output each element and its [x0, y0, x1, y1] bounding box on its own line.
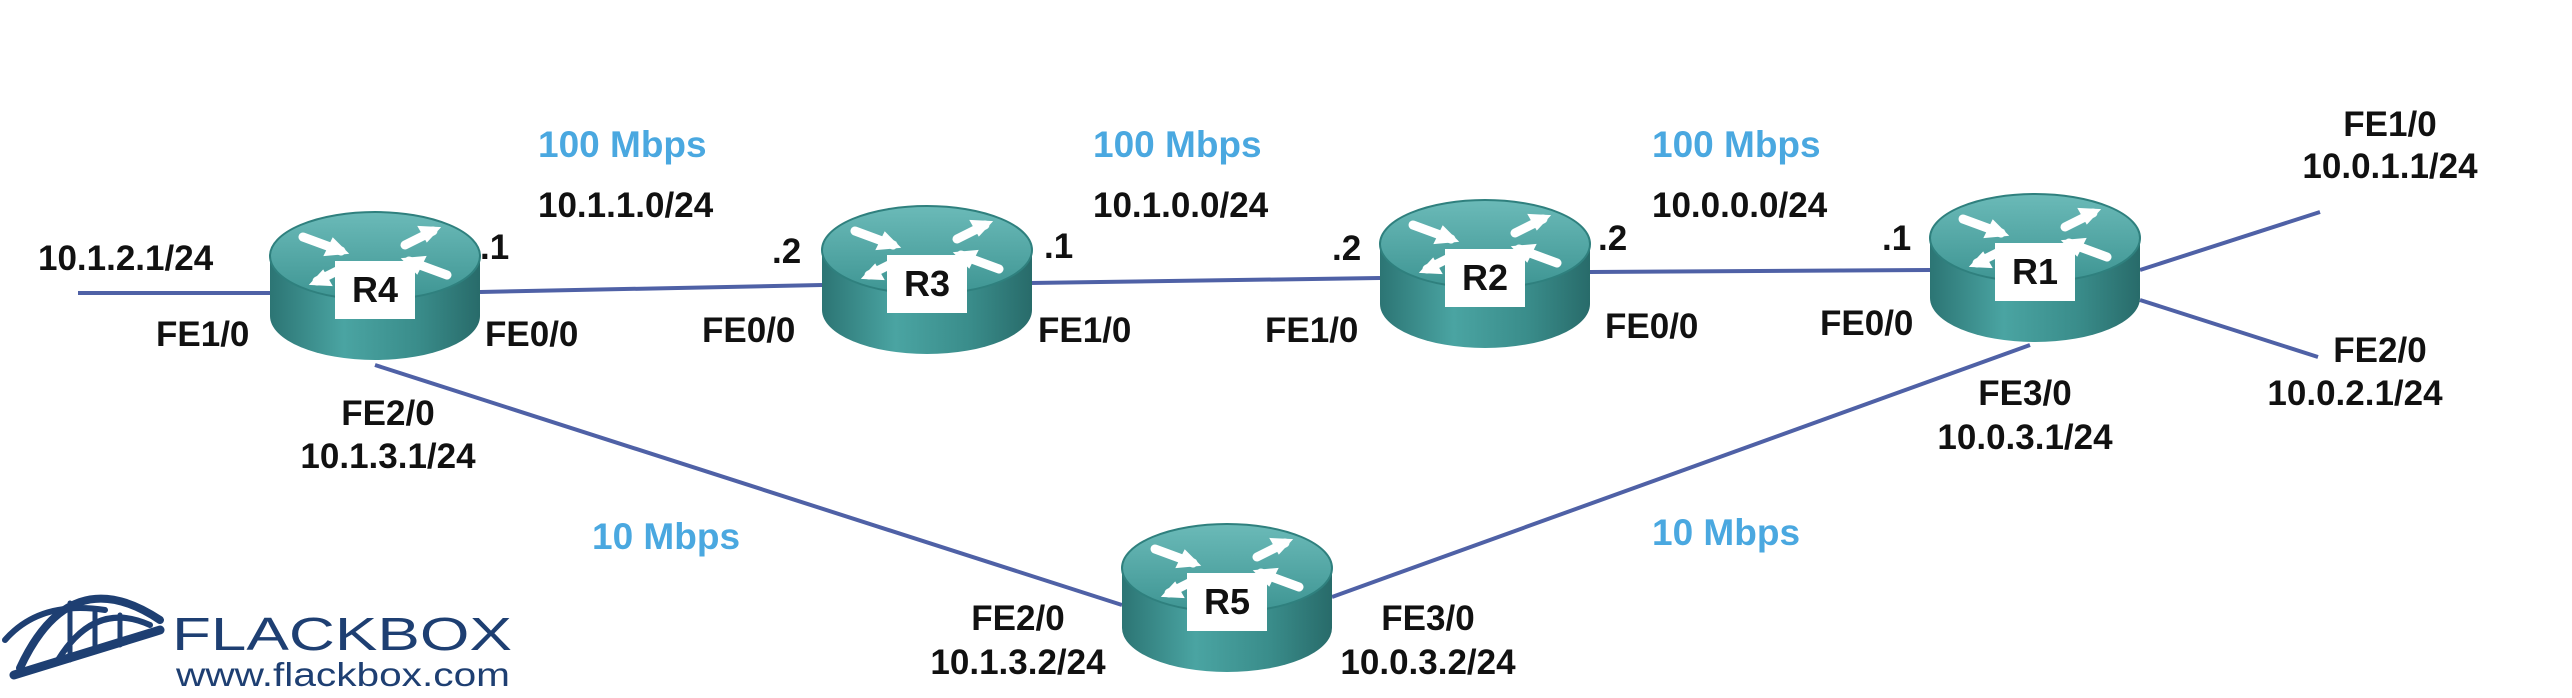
links [78, 210, 2321, 607]
link-r1-lan2 [2139, 298, 2319, 359]
intf-r2-fe00: FE0/0 [1605, 307, 1698, 346]
ip-r1-fe30: 10.0.3.1/24 [1937, 418, 2113, 457]
host-r4-r3-side-r3: .2 [772, 232, 801, 271]
flackbox-bridge-logo-icon [2, 594, 165, 680]
router-r1-name: R1 [2012, 251, 2058, 292]
link-r3-r2 [1029, 276, 1381, 285]
router-r3: R3 [822, 206, 1032, 354]
ip-r1-lan2: 10.0.2.1/24 [2267, 374, 2443, 413]
link-r2-r1 [1589, 268, 1931, 274]
intf-r3-fe10: FE1/0 [1038, 311, 1131, 350]
router-r5: R5 [1122, 524, 1332, 672]
host-r4-r3-side-r4: .1 [480, 228, 509, 267]
intf-r1-fe30: FE3/0 [1978, 374, 2071, 413]
intf-r4-fe20: FE2/0 [341, 394, 434, 433]
speed-r4-r5: 10 Mbps [592, 516, 740, 557]
speed-r4-r3: 100 Mbps [538, 124, 707, 165]
host-r2-r1-side-r2: .2 [1598, 219, 1627, 258]
router-r4-name: R4 [352, 269, 398, 310]
subnet-labels: 10.1.1.0/24 10.1.0.0/24 10.0.0.0/24 [538, 186, 1828, 225]
router-r4: R4 [270, 212, 480, 360]
ip-r5-fe20: 10.1.3.2/24 [930, 643, 1106, 682]
intf-r2-fe10: FE1/0 [1265, 311, 1358, 350]
host-r3-r2-side-r2: .2 [1332, 229, 1361, 268]
link-r4-r3 [479, 283, 823, 294]
router-r1: R1 [1930, 194, 2140, 342]
router-r3-name: R3 [904, 263, 950, 304]
intf-r1-lan2: FE2/0 [2333, 331, 2426, 370]
brand-name: FLACKBOX [172, 608, 512, 660]
intf-r4-lan: FE1/0 [156, 315, 249, 354]
intf-r4-fe00: FE0/0 [485, 315, 578, 354]
brand-url: www.flackbox.com [175, 656, 510, 693]
subnet-r4-r3: 10.1.1.0/24 [538, 186, 714, 225]
intf-r1-fe00: FE0/0 [1820, 304, 1913, 343]
host-r2-r1-side-r1: .1 [1882, 219, 1911, 258]
intf-r3-fe00: FE0/0 [702, 311, 795, 350]
speed-labels: 100 Mbps 100 Mbps 100 Mbps 10 Mbps 10 Mb… [538, 124, 1821, 557]
ip-r4-lan: 10.1.2.1/24 [38, 239, 214, 278]
ip-r4-fe20: 10.1.3.1/24 [300, 437, 476, 476]
router-r5-name: R5 [1204, 581, 1250, 622]
intf-r5-fe30: FE3/0 [1381, 599, 1474, 638]
speed-r2-r1: 100 Mbps [1652, 124, 1821, 165]
flackbox-logo: FLACKBOX www.flackbox.com [2, 594, 512, 693]
link-r1-lan1 [2139, 210, 2321, 272]
speed-r5-r1: 10 Mbps [1652, 512, 1800, 553]
subnet-r2-r1: 10.0.0.0/24 [1652, 186, 1828, 225]
link-r4-r5 [374, 363, 1123, 607]
intf-r1-lan1: FE1/0 [2343, 105, 2436, 144]
ip-r5-fe30: 10.0.3.2/24 [1340, 643, 1516, 682]
ip-r1-lan1: 10.0.1.1/24 [2302, 147, 2478, 186]
speed-r3-r2: 100 Mbps [1093, 124, 1262, 165]
link-r5-r1 [1331, 343, 2031, 599]
interface-labels: 10.1.2.1/24 FE1/0 FE0/0 FE0/0 FE1/0 FE1/… [38, 105, 2478, 682]
host-labels: .1 .2 .1 .2 .2 .1 [480, 219, 1911, 271]
subnet-r3-r2: 10.1.0.0/24 [1093, 186, 1269, 225]
intf-r5-fe20: FE2/0 [971, 599, 1064, 638]
router-r2-name: R2 [1462, 257, 1508, 298]
host-r3-r2-side-r3: .1 [1044, 227, 1073, 266]
router-r2: R2 [1380, 200, 1590, 348]
